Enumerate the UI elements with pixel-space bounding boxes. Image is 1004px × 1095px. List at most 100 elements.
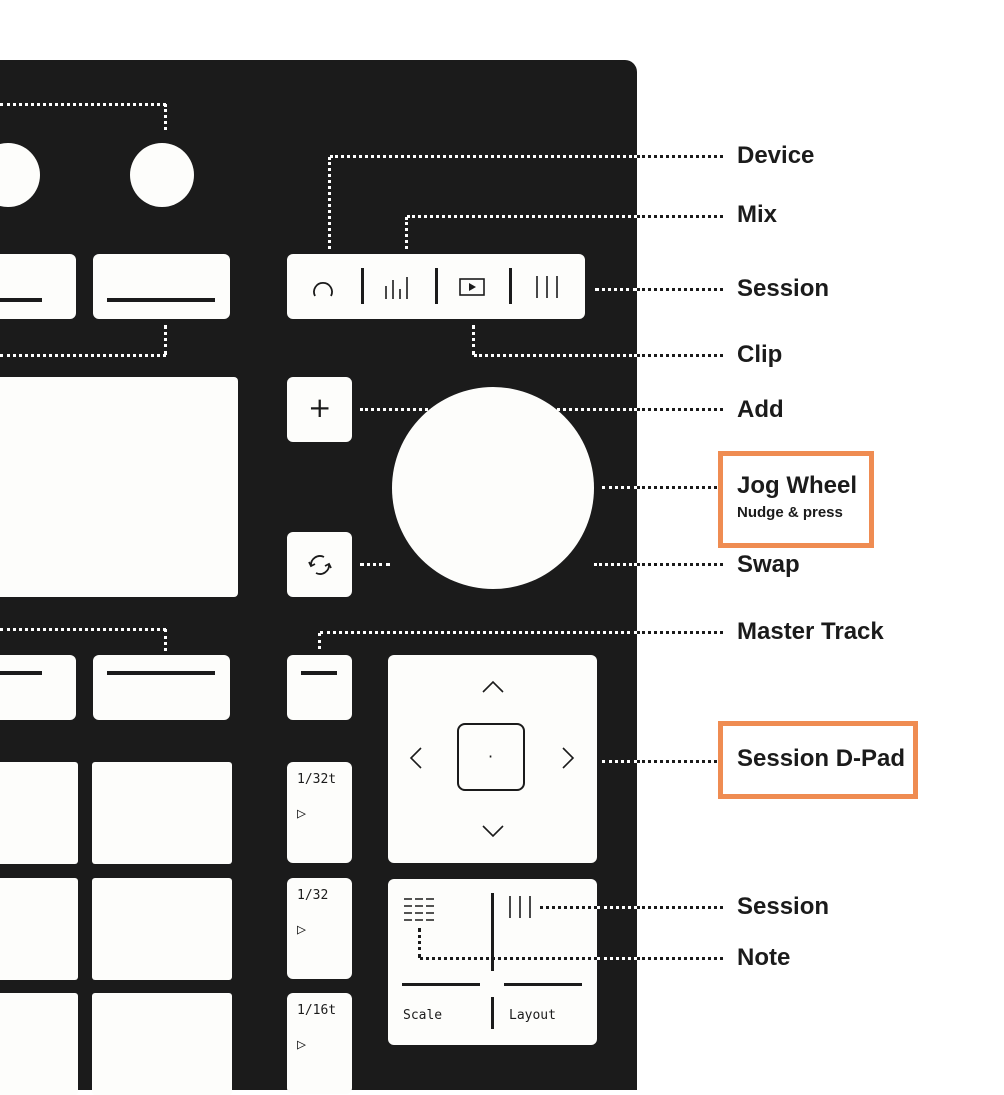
session-mode-icon[interactable] (508, 895, 536, 919)
mid-button-guide-line (0, 628, 166, 631)
master-track-leader (637, 631, 723, 634)
add-label: Add (737, 396, 784, 423)
display-screen (0, 377, 238, 597)
note-mode-icon[interactable] (404, 897, 436, 921)
dpad-leader (637, 760, 717, 763)
add-icon: + (308, 391, 332, 424)
encoder-knob-right[interactable] (130, 143, 194, 207)
mode-selector[interactable] (287, 254, 585, 319)
jog-wheel-guide-line (602, 486, 637, 489)
chevron-up-icon[interactable] (482, 680, 504, 693)
panel-divider-vertical-top (491, 893, 494, 971)
session-dpad-highlight (718, 721, 918, 799)
note-guide-line (597, 957, 637, 960)
clip-leader (637, 354, 723, 357)
upper-left-button[interactable] (0, 254, 76, 319)
knob-guide-line (0, 103, 166, 106)
layout-label: Layout (509, 1008, 556, 1023)
layout-bar (504, 983, 582, 986)
panel-divider-vertical-bottom (491, 997, 494, 1029)
chevron-down-icon[interactable] (482, 825, 504, 838)
pad[interactable] (0, 762, 78, 864)
button-bar (301, 671, 337, 675)
mid-left-button[interactable] (0, 655, 76, 720)
pad[interactable] (0, 993, 78, 1095)
swap-guide-line-right (594, 563, 637, 566)
step-button-1-16t[interactable]: 1/16t ▷ (287, 993, 352, 1094)
upper-button-guide-line (0, 354, 166, 357)
device-label: Device (737, 142, 815, 169)
pad[interactable] (92, 878, 232, 980)
play-icon: ▷ (297, 804, 307, 822)
session-leader (637, 288, 723, 291)
mix-guide-drop (405, 217, 408, 249)
jog-wheel-label: Jog Wheel Nudge & press (737, 472, 857, 521)
note-label: Note (737, 944, 791, 971)
scale-bar (402, 983, 480, 986)
upper-button-guide-drop (164, 325, 167, 355)
upper-right-button[interactable] (93, 254, 230, 319)
swap-leader (637, 563, 723, 566)
device-guide-drop (328, 157, 331, 249)
step-rate-label: 1/32t (297, 772, 337, 787)
session-dpad[interactable]: · (388, 655, 597, 863)
pad[interactable] (0, 878, 78, 980)
jog-wheel-title: Jog Wheel (737, 472, 858, 499)
play-icon: ▷ (297, 920, 307, 938)
add-leader (637, 408, 723, 411)
button-bar (0, 298, 42, 302)
session-dpad-label: Session D-Pad (737, 745, 906, 772)
mode-divider (509, 268, 512, 304)
session-2-leader (637, 906, 723, 909)
step-rate-label: 1/16t (297, 1003, 337, 1018)
swap-guide-line (360, 563, 390, 566)
button-bar (0, 671, 42, 675)
clip-guide-drop (472, 325, 475, 355)
jog-wheel-subtitle: Nudge & press (737, 504, 843, 521)
jog-wheel-highlight (718, 451, 874, 548)
session-guide-line (595, 288, 637, 291)
mid-button-guide-drop (164, 629, 167, 651)
swap-label: Swap (737, 551, 800, 578)
master-track-guide-line (320, 631, 637, 634)
step-button-1-32t[interactable]: 1/32t ▷ (287, 762, 352, 863)
step-button-1-32[interactable]: 1/32 ▷ (287, 878, 352, 979)
mid-right-button[interactable] (93, 655, 230, 720)
master-track-guide-drop (318, 633, 321, 649)
chevron-left-icon[interactable] (409, 747, 422, 769)
device-icon[interactable] (311, 276, 335, 300)
knob-guide-drop (164, 104, 167, 130)
button-bar (107, 671, 215, 675)
mix-icon[interactable] (383, 276, 413, 300)
play-icon: ▷ (297, 1035, 307, 1053)
dpad-center-button[interactable]: · (457, 723, 525, 791)
note-guide-drop (418, 928, 421, 958)
layout-panel[interactable]: Scale Layout (388, 879, 597, 1045)
jog-wheel[interactable] (392, 387, 594, 589)
mix-label: Mix (737, 201, 778, 228)
button-bar (107, 298, 215, 302)
swap-icon (308, 555, 332, 575)
jog-wheel-leader (637, 486, 717, 489)
pad[interactable] (92, 993, 232, 1095)
mix-leader (637, 215, 723, 218)
device-guide-line (330, 155, 637, 158)
add-button[interactable]: + (287, 377, 352, 442)
scale-label: Scale (403, 1008, 443, 1023)
session-2-guide-line (597, 906, 637, 909)
swap-button[interactable] (287, 532, 352, 597)
session-icon[interactable] (535, 275, 563, 299)
chevron-right-icon[interactable] (562, 747, 575, 769)
note-guide-line-inner (420, 957, 597, 960)
dpad-guide-line (602, 760, 637, 763)
session-label: Session (737, 275, 830, 302)
session-2-label: Session (737, 893, 830, 920)
clip-icon[interactable] (459, 278, 485, 296)
mix-guide-line (407, 215, 637, 218)
master-track-button[interactable] (287, 655, 352, 720)
note-leader (637, 957, 723, 960)
clip-guide-line (474, 354, 637, 357)
session-2-guide-line-inner (540, 906, 597, 909)
mode-divider (435, 268, 438, 304)
pad[interactable] (92, 762, 232, 864)
